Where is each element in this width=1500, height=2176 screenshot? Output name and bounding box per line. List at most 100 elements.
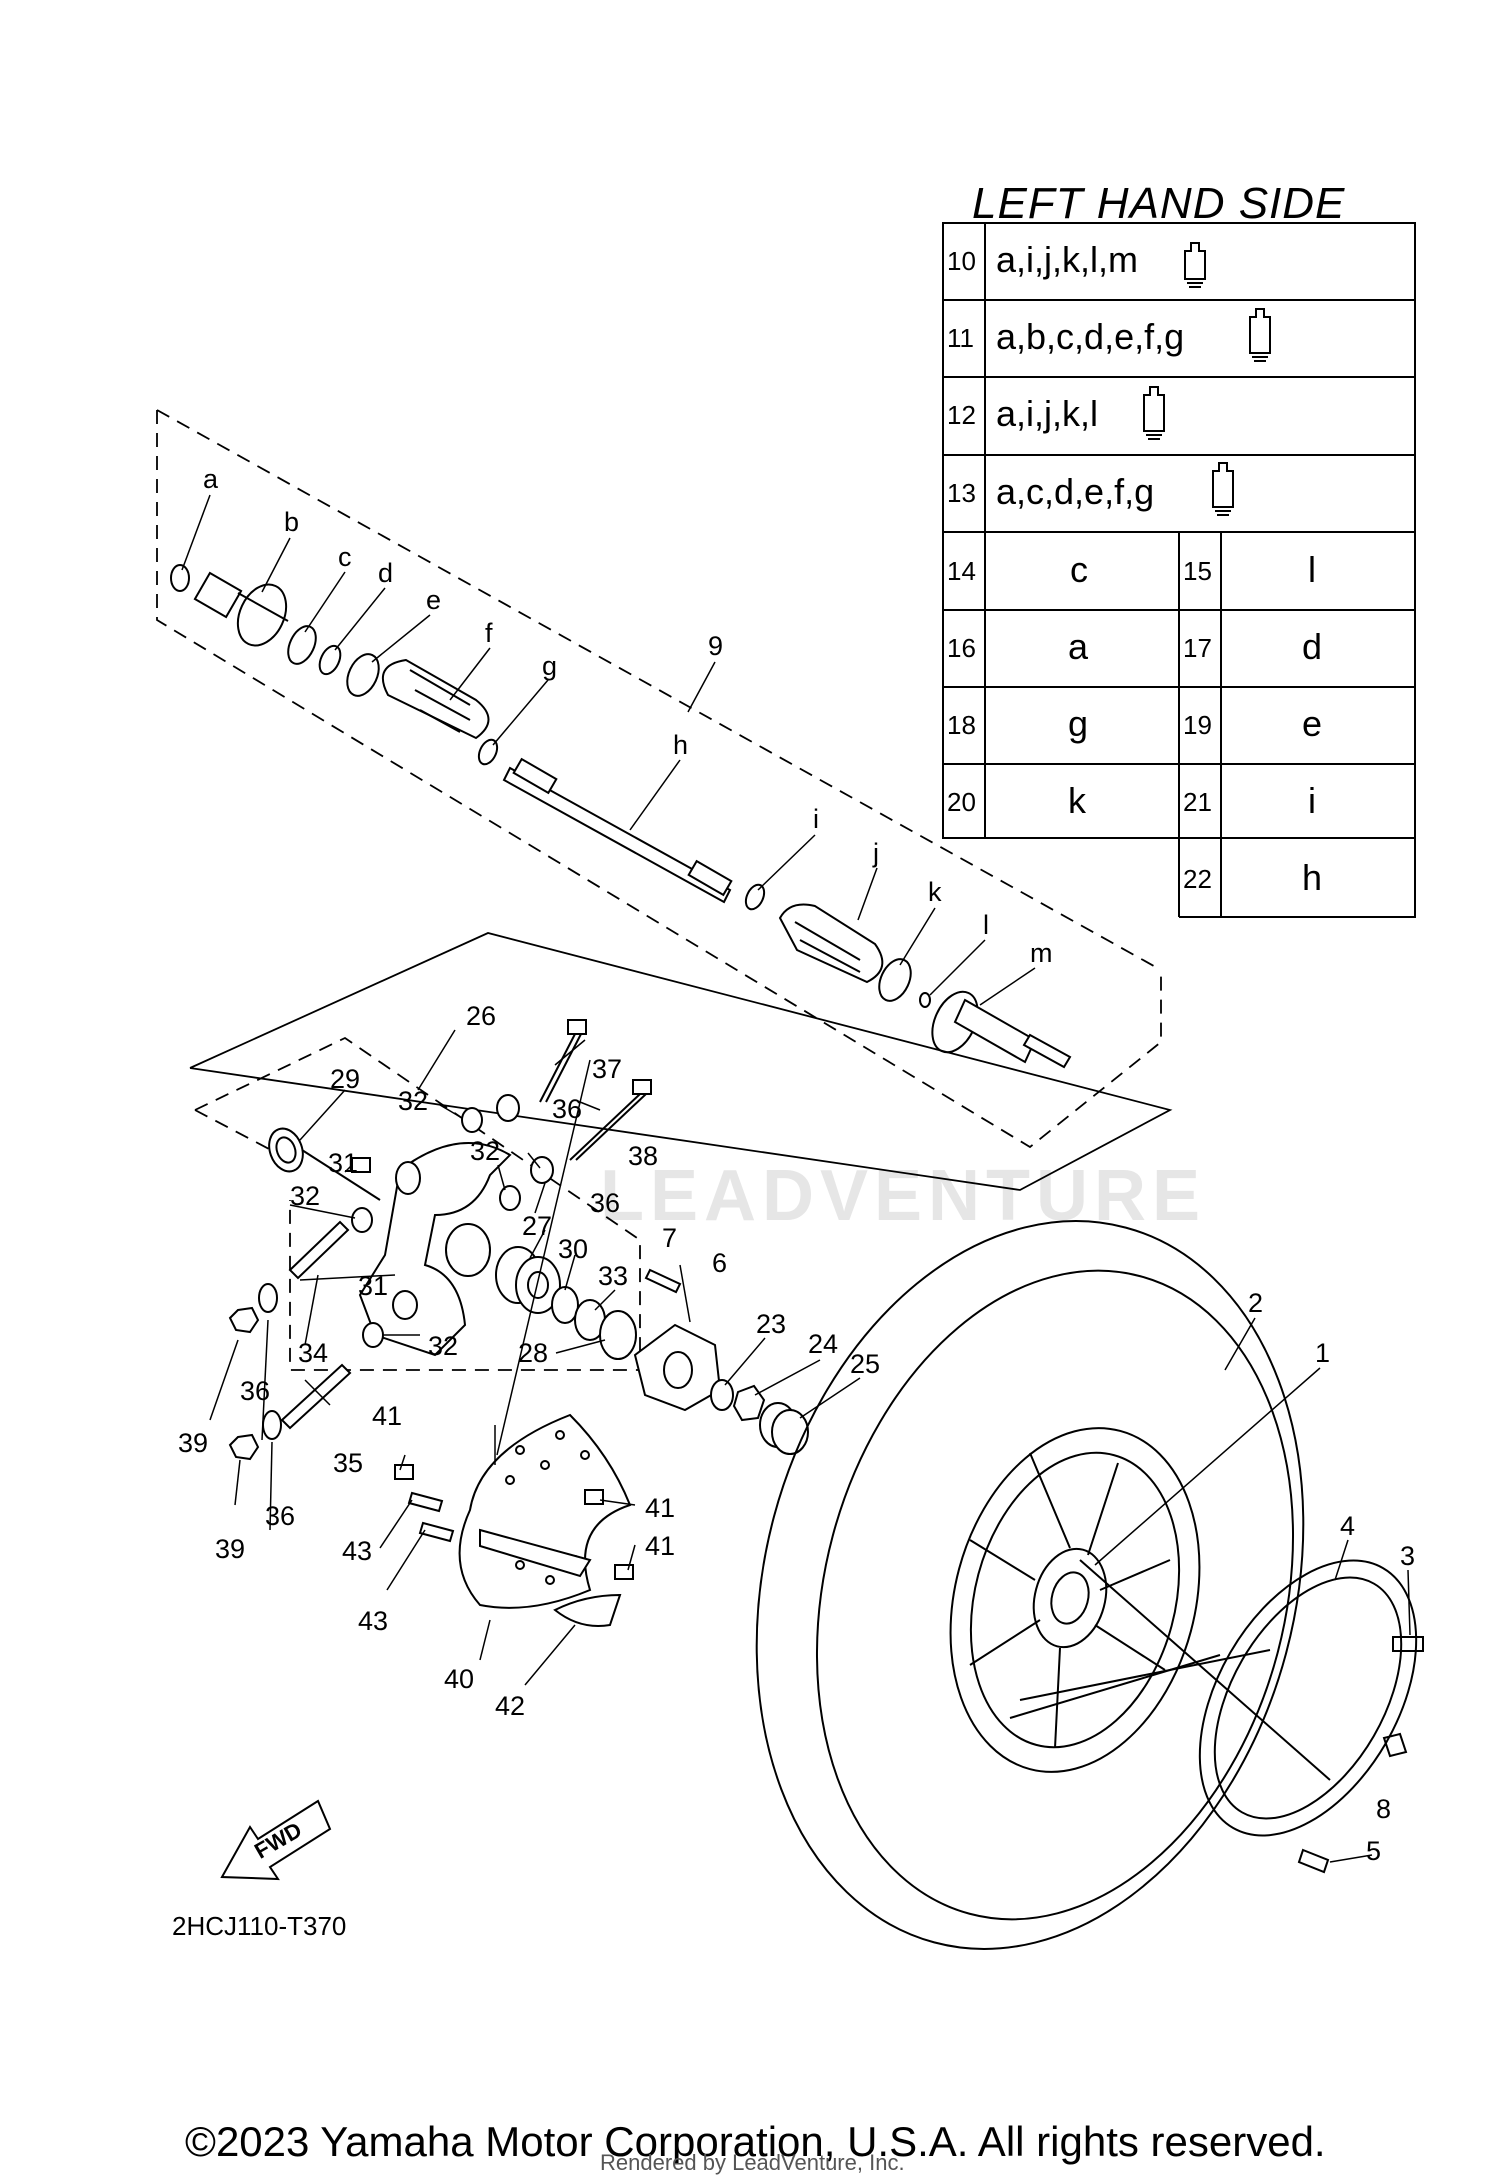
- bushing-32: [362, 1322, 384, 1348]
- band-e: [346, 653, 380, 697]
- table-row-value: c: [1070, 549, 1088, 590]
- tire-2: [755, 1220, 1305, 1950]
- bushing-32: [461, 1107, 483, 1133]
- callout-36c: 36: [240, 1376, 270, 1406]
- letter-f: f: [485, 618, 493, 648]
- seal-28: [599, 1310, 637, 1360]
- brake-disc-40: [458, 1413, 632, 1609]
- knuckle-box: [189, 932, 1173, 1191]
- callout-41b: 41: [645, 1493, 675, 1523]
- table-row-value: i: [1308, 780, 1316, 821]
- callout-36: 36: [552, 1094, 582, 1124]
- callout-1: 1: [1315, 1338, 1330, 1368]
- callout-32d: 32: [428, 1331, 458, 1361]
- callout-36b: 36: [590, 1188, 620, 1218]
- callout-39: 39: [178, 1428, 208, 1458]
- bolt-41: [584, 1489, 604, 1505]
- wheel-tire: [755, 1220, 1424, 1950]
- bolt-43: [407, 1491, 444, 1513]
- letter-b: b: [284, 507, 299, 537]
- shaft-leaders: [181, 494, 1036, 1006]
- bolt-43: [418, 1521, 455, 1543]
- letter-j: j: [872, 838, 879, 868]
- callout-2: 2: [1248, 1288, 1263, 1318]
- callout-41c: 41: [645, 1531, 675, 1561]
- table-row-value: g: [1068, 703, 1088, 744]
- nut-24: [732, 1384, 766, 1422]
- table-row-num: 18: [947, 710, 976, 740]
- boot-j: [778, 903, 884, 984]
- callout-43b: 43: [358, 1606, 388, 1636]
- table-row-num: 21: [1183, 787, 1212, 817]
- callout-24: 24: [808, 1329, 838, 1359]
- copyright: ©2023 Yamaha Motor Corporation, U.S.A. A…: [185, 2118, 1326, 2165]
- nut-39: [228, 1306, 260, 1334]
- bead-ring-4: [1198, 1559, 1418, 1837]
- callout-23: 23: [756, 1309, 786, 1339]
- drive-shaft: [170, 564, 1072, 1069]
- wheel-1: [949, 1427, 1201, 1773]
- table-row-codes: a,b,c,d,e,f,g: [996, 316, 1184, 357]
- callout-5: 5: [1366, 1836, 1381, 1866]
- bolt-37: [539, 1019, 587, 1103]
- washer-23: [710, 1379, 734, 1411]
- callout-38: 38: [628, 1141, 658, 1171]
- table-row-num: 22: [1183, 864, 1212, 894]
- letter-g: g: [542, 651, 557, 681]
- watermark: LEADVENTURE: [600, 1156, 1206, 1236]
- letter-e: e: [426, 585, 441, 615]
- callout-8: 8: [1376, 1794, 1391, 1824]
- callout-27: 27: [522, 1211, 552, 1241]
- callout-40: 40: [444, 1664, 474, 1694]
- callout-41: 41: [372, 1401, 402, 1431]
- bushing-32: [499, 1185, 521, 1211]
- callout-28: 28: [518, 1338, 548, 1368]
- table-text: 10 a,i,j,k,l,m 11 a,b,c,d,e,f,g 12 a,i,j…: [947, 239, 1322, 898]
- knuckle-dashed-box: [194, 1036, 641, 1371]
- diagram-code: 2HCJ110-T370: [172, 1911, 346, 1941]
- bearing-27: [495, 1246, 561, 1314]
- letter-l: l: [983, 910, 989, 940]
- table-row-codes: a,c,d,e,f,g: [996, 471, 1154, 512]
- callout-3: 3: [1400, 1541, 1415, 1571]
- grease-tube-icon: [1184, 242, 1206, 288]
- cap-25: [759, 1402, 809, 1455]
- callout-26: 26: [466, 1001, 496, 1031]
- band-k: [878, 958, 912, 1002]
- letter-i: i: [813, 804, 819, 834]
- table-row-num: 11: [947, 323, 974, 353]
- pin-35: [280, 1363, 352, 1430]
- callout-34: 34: [298, 1338, 328, 1368]
- washer-36: [262, 1410, 282, 1440]
- callout-36d: 36: [265, 1501, 295, 1531]
- callout-29: 29: [330, 1064, 360, 1094]
- washer-36: [496, 1094, 520, 1122]
- guard-42: [553, 1593, 622, 1627]
- callout-43: 43: [342, 1536, 372, 1566]
- bolt-41: [614, 1564, 634, 1580]
- knuckle-parts: [228, 1019, 809, 1627]
- rendered-by: Rendered by LeadVenture, Inc.: [600, 2150, 905, 2175]
- shaft-h: [502, 757, 733, 904]
- pin-34: [288, 1220, 350, 1280]
- letter-k: k: [928, 877, 942, 907]
- bushing-32: [351, 1207, 373, 1233]
- grease-tube-icon: [1249, 308, 1271, 362]
- grease-tube-icon: [1212, 462, 1234, 516]
- table-title: LEFT HAND SIDE: [972, 179, 1345, 228]
- table-row-num: 16: [947, 633, 976, 663]
- table-row-num: 14: [947, 556, 976, 586]
- callout-33: 33: [598, 1261, 628, 1291]
- grease-tube-icon: [1143, 386, 1165, 440]
- stud-7: [644, 1268, 682, 1294]
- table-tube-icons: [1143, 242, 1271, 516]
- callout-32b: 32: [470, 1136, 500, 1166]
- callout-39b: 39: [215, 1534, 245, 1564]
- table-row-value: a: [1068, 626, 1089, 667]
- callout-35: 35: [333, 1448, 363, 1478]
- callout-32c: 32: [290, 1181, 320, 1211]
- table-row-value: d: [1302, 626, 1322, 667]
- table-row-num: 19: [1183, 710, 1212, 740]
- boot-f: [382, 658, 490, 740]
